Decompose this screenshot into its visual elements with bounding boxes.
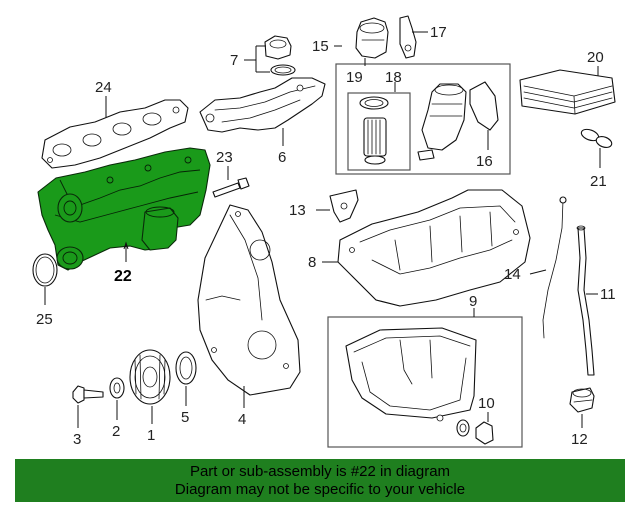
callout-7: 7 <box>230 52 238 69</box>
callout-22: 22 <box>114 268 132 285</box>
part-6-air-duct[interactable] <box>199 77 326 133</box>
part-20-oil-cooler[interactable] <box>519 69 616 115</box>
callout-20: 20 <box>587 49 604 66</box>
callout-16: 16 <box>476 153 493 170</box>
callout-25: 25 <box>36 311 53 328</box>
part-25-o-ring[interactable] <box>32 253 58 287</box>
callout-24: 24 <box>95 79 112 96</box>
callout-12: 12 <box>571 431 588 448</box>
part-10-drain-plug[interactable] <box>456 419 494 445</box>
part-7-cap-and-seal[interactable] <box>264 35 296 76</box>
part-11-dipstick-tube[interactable] <box>576 225 595 376</box>
banner-line-2: Diagram may not be specific to your vehi… <box>174 480 466 498</box>
callout-2: 2 <box>112 423 120 440</box>
info-banner: Part or sub-assembly is #22 in diagram D… <box>15 459 625 502</box>
part-2-washer[interactable] <box>109 377 125 399</box>
oil-filter-group-box <box>335 63 511 175</box>
oil-pan-lower-group-box <box>327 316 523 448</box>
part-1-crank-pulley[interactable] <box>129 349 171 405</box>
callout-1: 1 <box>147 427 155 444</box>
part-5-seal-ring[interactable] <box>175 351 197 385</box>
callout-19: 19 <box>346 69 363 86</box>
callout-8: 8 <box>308 254 316 271</box>
callout-11: 11 <box>600 286 616 303</box>
part-9-oil-pan-lower[interactable] <box>345 327 477 422</box>
part-24-manifold-gasket[interactable] <box>41 99 189 169</box>
callout-13: 13 <box>289 202 306 219</box>
part-3-crank-bolt[interactable] <box>72 385 104 404</box>
part-13-bracket[interactable] <box>329 189 359 223</box>
callout-4: 4 <box>238 411 246 428</box>
part-12-plug[interactable] <box>569 387 595 413</box>
part-8-oil-pan-upper[interactable] <box>337 189 531 307</box>
callout-10: 10 <box>478 395 495 412</box>
info-banner-background <box>15 459 625 502</box>
banner-line-1: Part or sub-assembly is #22 in diagram <box>189 462 451 480</box>
callout-3: 3 <box>73 431 81 448</box>
callout-14: 14 <box>504 266 521 283</box>
filter-element-group-box <box>347 92 411 171</box>
callout-23: 23 <box>216 149 233 166</box>
callout-5: 5 <box>181 409 189 426</box>
part-17-bracket[interactable] <box>399 15 417 59</box>
part-22-intake-manifold[interactable] <box>37 147 211 271</box>
part-16-filter-housing[interactable] <box>417 81 499 161</box>
leader-lines <box>44 31 601 428</box>
callout-9: 9 <box>469 293 477 310</box>
callout-17: 17 <box>430 24 447 41</box>
part-14-dipstick[interactable] <box>542 196 567 339</box>
callout-6: 6 <box>278 149 286 166</box>
callout-labels: 24 22 25 23 7 6 15 19 18 17 16 20 21 13 … <box>36 24 616 448</box>
part-21-seal[interactable] <box>580 127 613 149</box>
callout-21: 21 <box>590 173 607 190</box>
callout-15: 15 <box>312 38 329 55</box>
part-19-filter-cap[interactable] <box>355 17 389 59</box>
callout-18: 18 <box>385 69 402 86</box>
part-4-timing-cover[interactable] <box>197 204 301 396</box>
part-23-bolt[interactable] <box>212 177 250 198</box>
part-18-filter-element[interactable] <box>359 96 389 165</box>
